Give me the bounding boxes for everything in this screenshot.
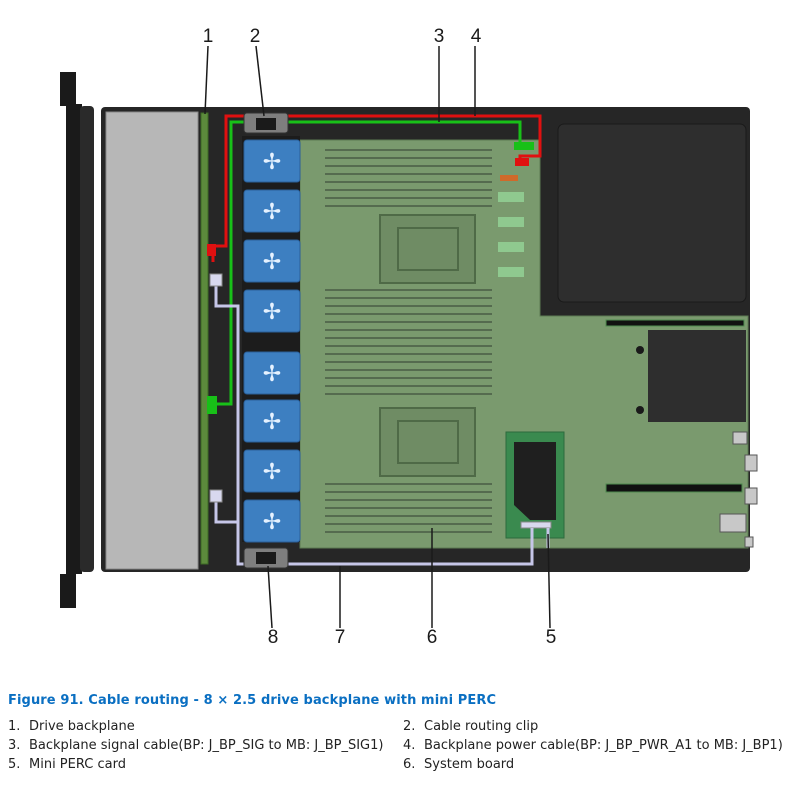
legend-item-4: 4. Backplane power cable(BP: J_BP_PWR_A1 …: [403, 738, 783, 753]
figure-caption: Figure 91. Cable routing - 8 × 2.5 drive…: [8, 693, 497, 708]
riser-card: [648, 330, 746, 422]
fan: ✢: [243, 289, 301, 333]
callout-2: 2: [250, 26, 261, 47]
pcie-slot-lower: [605, 483, 743, 493]
callout-5: 5: [546, 627, 557, 648]
callout-7: 7: [335, 627, 346, 648]
svg-text:✢: ✢: [263, 410, 281, 435]
rear-io-ports: [719, 431, 758, 548]
mini-perc-cable: [214, 286, 534, 566]
svg-text:✢: ✢: [263, 150, 281, 175]
pcie-slot-upper: [605, 319, 745, 327]
svg-text:✢: ✢: [263, 510, 281, 535]
drive-backplane: [200, 112, 209, 565]
fan: ✢: [243, 449, 301, 493]
legend-num: 5.: [8, 757, 21, 772]
fan: ✢: [243, 499, 301, 543]
fan: ✢: [243, 399, 301, 443]
legend-label: Backplane signal cable(BP: J_BP_SIG to M…: [29, 738, 384, 753]
callout-8: 8: [268, 627, 279, 648]
cable-routing-clip-top: [243, 112, 289, 134]
legend-num: 1.: [8, 719, 21, 734]
fan: ✢: [243, 351, 301, 395]
cable-routing-clip-bottom: [243, 547, 289, 569]
callout-4: 4: [471, 26, 482, 47]
power-supply: [557, 123, 747, 303]
front-bezel: [60, 72, 94, 608]
cpu-socket-2: [379, 407, 476, 477]
svg-text:✢: ✢: [263, 460, 281, 485]
legend-item-5: 5. Mini PERC card: [8, 757, 126, 772]
legend-num: 3.: [8, 738, 21, 753]
legend-item-6: 6. System board: [403, 757, 514, 772]
cpu-socket-1: [379, 214, 476, 284]
legend-label: Drive backplane: [29, 719, 135, 734]
legend-item-2: 2. Cable routing clip: [403, 719, 538, 734]
board-connectors: [498, 175, 524, 277]
fan: ✢: [243, 189, 301, 233]
mini-perc-card: [505, 431, 565, 539]
fan: ✢: [243, 239, 301, 283]
svg-text:✢: ✢: [263, 300, 281, 325]
dimm-slots: [325, 149, 492, 533]
legend-num: 6.: [403, 757, 416, 772]
legend-label: System board: [424, 757, 515, 772]
legend-item-1: 1. Drive backplane: [8, 719, 135, 734]
server-cable-routing-diagram: ✢ ✢ ✢ ✢ ✢ ✢ ✢ ✢: [60, 26, 758, 648]
legend-label: Cable routing clip: [424, 719, 539, 734]
mini-perc-cable-secondary: [214, 498, 238, 524]
legend-label: Backplane power cable(BP: J_BP_PWR_A1 to…: [424, 738, 783, 753]
callout-6: 6: [427, 627, 438, 648]
legend-num: 4.: [403, 738, 416, 753]
legend-label: Mini PERC card: [29, 757, 126, 772]
svg-text:✢: ✢: [263, 362, 281, 387]
callout-3: 3: [434, 26, 445, 47]
legend-item-3: 3. Backplane signal cable(BP: J_BP_SIG to…: [8, 738, 383, 753]
svg-text:✢: ✢: [263, 250, 281, 275]
svg-text:✢: ✢: [263, 200, 281, 225]
drive-cage: [105, 111, 199, 570]
callout-1: 1: [203, 26, 214, 47]
callout-leaders: [204, 45, 551, 629]
fan: ✢: [243, 139, 301, 183]
legend-num: 2.: [403, 719, 416, 734]
